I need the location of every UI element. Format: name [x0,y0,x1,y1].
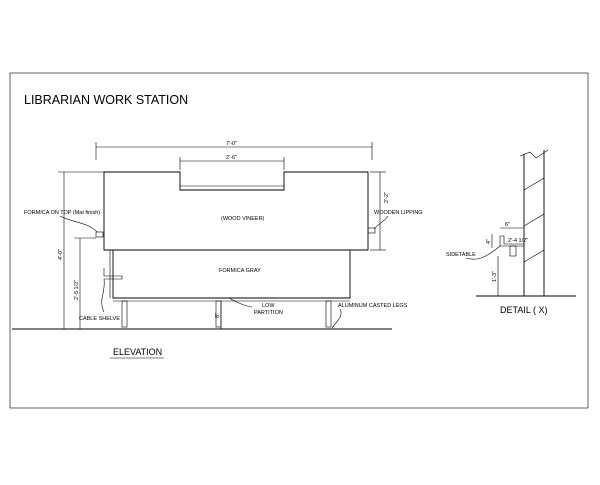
dim-upper-text: 2'-2" [384,192,390,203]
callout-formica-top: FORMICA ON TOP (Mat finish) [24,210,100,216]
dim-partition-text: 8" [215,313,221,318]
lipping-left [95,231,104,238]
upper-cabinet [103,171,369,251]
wall-hatch-1 [523,177,545,191]
callout-cable-shelve: CABLE SHELVE [79,316,120,322]
cable-shelve-bracket [103,268,123,280]
elevation-view: 7'-0" 2'-6" 2'-2" 4'-0" 2'-5 1/2" 8" FOR… [12,141,423,359]
dim-overall-text: 7'-0" [226,141,237,147]
dim-total-text: 4'-0" [58,249,64,260]
wall-hatch-3 [523,249,545,263]
leader-sidetable [465,245,501,260]
dim-shelf-text: 2'-5 1/2" [74,280,80,300]
leg-left [121,300,128,328]
dim-detail-offset-text: 1'-3" [492,271,498,282]
callout-formica-gray: FORMICA GRAY [219,268,261,274]
wall-break [519,149,549,159]
callout-wood-vineer: (WOOD VINEER) [221,216,265,222]
elevation-label: ELEVATION [113,347,162,357]
dim-detail-depth-text: 6" [505,222,510,228]
callout-low: LOW [262,303,275,309]
leader-wooden-lipping [373,215,389,230]
detail-wall [523,150,545,296]
callout-sidetable: SIDETABLE [446,252,476,258]
leader-formica-top [59,215,98,233]
callout-wooden-lipping: WOODEN LIPPING [374,210,423,216]
detail-cleat [509,245,517,257]
lipping-right [367,227,376,234]
detail-label: DETAIL ( X) [500,305,548,315]
dim-detail-height-text: 4" [486,239,492,244]
leader-low-partition [228,297,253,308]
drawing-title: LIBRARIAN WORK STATION [24,93,188,107]
dim-step-text: 2'-6" [226,155,237,161]
sheet-border [9,72,589,409]
callout-partition: PARTITION [254,310,283,316]
leader-cable-shelve [101,278,105,313]
dim-detail-width-text: 2'-4 1/2" [508,238,528,244]
leader-aluminum-legs [331,308,342,329]
wall-hatch-2 [523,213,545,227]
callout-aluminum-legs: ALUMINUM CASTED LEGS [338,303,408,309]
detail-view: 6" 4" 2'-4 1/2" 1'-3" SIDETABLE DETAIL (… [446,149,576,315]
leg-right [325,300,332,328]
lower-cabinet [112,250,351,299]
